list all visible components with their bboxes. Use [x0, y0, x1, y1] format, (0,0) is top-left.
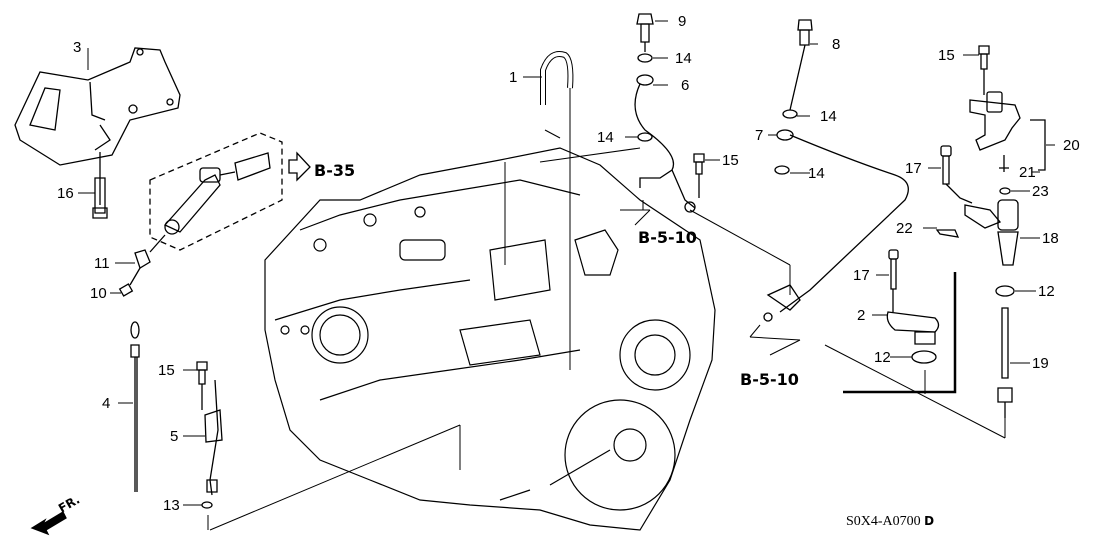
- callout-14-d: 14: [808, 165, 825, 182]
- callout-13: 13: [163, 497, 180, 514]
- clip-part-11: [135, 235, 165, 268]
- callout-2: 2: [857, 307, 866, 324]
- reference-b-5-10-upper[interactable]: B-5-10: [638, 228, 697, 247]
- callout-7: 7: [755, 127, 764, 144]
- reference-arrow-icon: [289, 153, 310, 180]
- callout-15-middle: 15: [722, 152, 739, 169]
- bolt-part-17-lower: [889, 250, 898, 312]
- bracket-outline: [843, 272, 955, 392]
- callout-9: 9: [678, 13, 687, 30]
- callout-14-a: 14: [675, 50, 692, 67]
- bolt-part-17-upper: [941, 146, 972, 203]
- callout-8: 8: [832, 36, 841, 53]
- callout-11: 11: [94, 255, 110, 272]
- leader-lines: [208, 85, 1005, 530]
- washer-part-14-d: [775, 166, 789, 174]
- mount-bracket-part-3: [15, 48, 180, 165]
- callout-19: 19: [1032, 355, 1049, 372]
- callout-12-lower: 12: [874, 349, 891, 366]
- bolt-part-9: [637, 14, 653, 52]
- callout-14-b: 14: [597, 129, 614, 146]
- callout-23: 23: [1032, 183, 1049, 200]
- dipstick-pipe-part-5: [205, 380, 222, 495]
- bolt-part-16: [93, 152, 107, 218]
- shaft-part-19: [998, 308, 1012, 418]
- bolt-part-15-left: [197, 362, 207, 410]
- callout-20: 20: [1063, 137, 1080, 154]
- shift-lever: [165, 153, 270, 234]
- sensor-part-20: [970, 92, 1045, 170]
- holder-part-2: [887, 312, 938, 344]
- transmission-case: [265, 148, 715, 530]
- pin-part-21: [999, 155, 1009, 172]
- callout-5: 5: [170, 428, 179, 445]
- dipstick-part-4: [131, 322, 139, 492]
- callout-17-upper: 17: [905, 160, 922, 177]
- reference-b-35[interactable]: B-35: [314, 161, 356, 180]
- callout-10: 10: [90, 285, 107, 302]
- callout-3: 3: [73, 39, 82, 56]
- washer-part-14-c: [783, 110, 797, 118]
- callout-18: 18: [1042, 230, 1059, 247]
- callout-6: 6: [681, 77, 690, 94]
- callout-15-left: 15: [158, 362, 175, 379]
- bolt-part-8: [790, 20, 812, 110]
- o-ring-part-12-lower: [912, 351, 936, 363]
- washer-part-13: [202, 502, 212, 508]
- callout-14-c: 14: [820, 108, 837, 125]
- washer-part-23: [1000, 188, 1010, 194]
- bolt-part-15-middle: [694, 154, 704, 198]
- dashed-assembly-outline: [150, 133, 282, 250]
- callout-12-upper: 12: [1038, 283, 1055, 300]
- front-direction-arrow-icon: [32, 512, 66, 534]
- clip-part-22: [937, 230, 958, 237]
- callout-21: 21: [1019, 164, 1036, 181]
- callout-22: 22: [896, 220, 913, 237]
- callout-17-lower: 17: [853, 267, 870, 284]
- bolt-part-10: [120, 268, 140, 296]
- callout-16: 16: [57, 185, 74, 202]
- pipe-part-6: [635, 75, 695, 212]
- diagram-code-main: S0X4-A0700: [846, 514, 921, 529]
- o-ring-part-12-upper: [996, 286, 1014, 296]
- reference-b-5-10-lower[interactable]: B-5-10: [740, 370, 799, 389]
- pipe-part-7: [764, 130, 908, 321]
- callout-1: 1: [509, 69, 518, 86]
- callout-15-right: 15: [938, 47, 955, 64]
- bolt-part-15-right: [979, 46, 989, 95]
- washer-part-14-a: [638, 54, 652, 62]
- washer-part-14-b: [638, 133, 652, 141]
- sensor-part-18: [965, 200, 1018, 265]
- callout-leaders: [78, 21, 1055, 505]
- diagram-code-suffix: D: [924, 514, 935, 528]
- diagram-code: S0X4-A0700 D: [846, 514, 934, 530]
- callout-4: 4: [102, 395, 111, 412]
